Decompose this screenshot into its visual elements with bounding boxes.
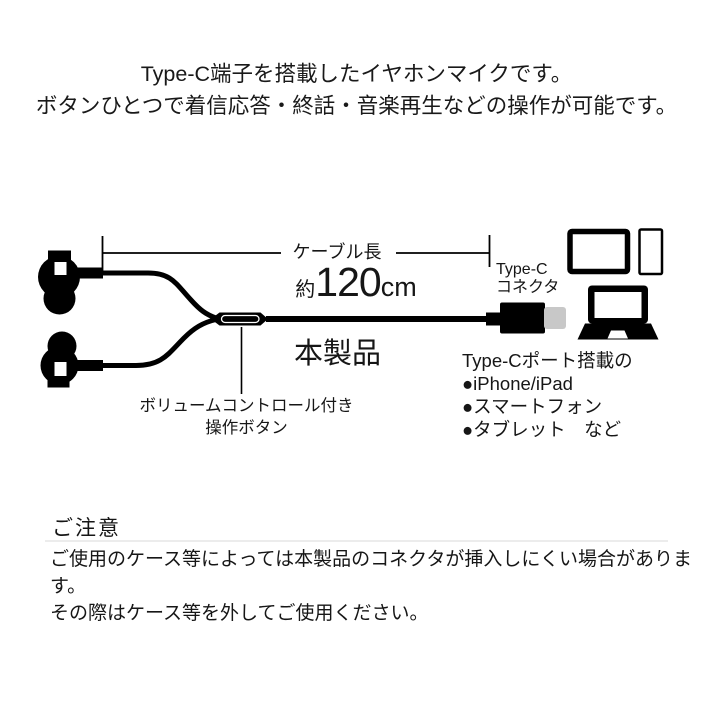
- cable-length-approx: 約: [295, 279, 316, 301]
- devices-heading: Type-Cポート搭載の: [462, 350, 633, 371]
- notice-line-1: ご使用のケース等によっては本製品のコネクタが挿入しにくい場合があります。: [50, 549, 693, 597]
- remote-button-icon: [211, 312, 268, 326]
- remote-button-label-line1: ボリュームコントロール付き: [139, 397, 354, 415]
- intro-line-2: ボタンひとつで着信応答・終話・音楽再生などの操作が可能です。: [35, 94, 678, 118]
- cable-length-unit: cm: [380, 272, 417, 302]
- cable-length-number: 120: [315, 259, 381, 305]
- device-item: ●タブレット など: [462, 419, 622, 440]
- tablet-icon: [567, 228, 631, 275]
- remote-button-label: ボリュームコントロール付き 操作ボタン: [139, 395, 354, 439]
- notice-line-2: その際はケース等を外してご使用ください。: [50, 603, 429, 624]
- typec-connector-label-line2: コネクタ: [496, 279, 560, 296]
- typec-connector-label-line1: Type-C: [496, 261, 548, 278]
- phone-icon: [638, 228, 664, 276]
- typec-connector-label: Type-C コネクタ: [496, 261, 559, 297]
- device-item: ●iPhone/iPad: [462, 373, 573, 394]
- laptop-icon: [577, 285, 659, 340]
- remote-button-label-line2: 操作ボタン: [205, 419, 288, 437]
- earphone-cables: [100, 270, 217, 368]
- product-label: 本製品: [294, 338, 382, 370]
- earbud-bottom-icon: [40, 331, 103, 388]
- intro-line-1: Type-C端子を搭載したイヤホンマイクです。: [140, 62, 573, 86]
- device-item: ●スマートフォン: [462, 396, 603, 417]
- notice-title: ご注意: [52, 517, 121, 540]
- cable-length-value: 約 120 cm: [273, 259, 439, 306]
- cable-length-measure-line: [101, 235, 491, 272]
- cable-length-label: ケーブル長: [292, 242, 382, 262]
- notice-divider: [45, 540, 668, 542]
- notice-body: ご使用のケース等によっては本製品のコネクタが挿入しにくい場合があります。 その際…: [50, 546, 700, 627]
- compatible-devices-list: Type-Cポート搭載の ●iPhone/iPad ●スマートフォン ●タブレッ…: [462, 349, 633, 441]
- typec-connector-icon: [486, 302, 566, 334]
- earbud-top-icon: [38, 250, 103, 315]
- intro-text: Type-C端子を搭載したイヤホンマイクです。 ボタンひとつで着信応答・終話・音…: [0, 58, 713, 122]
